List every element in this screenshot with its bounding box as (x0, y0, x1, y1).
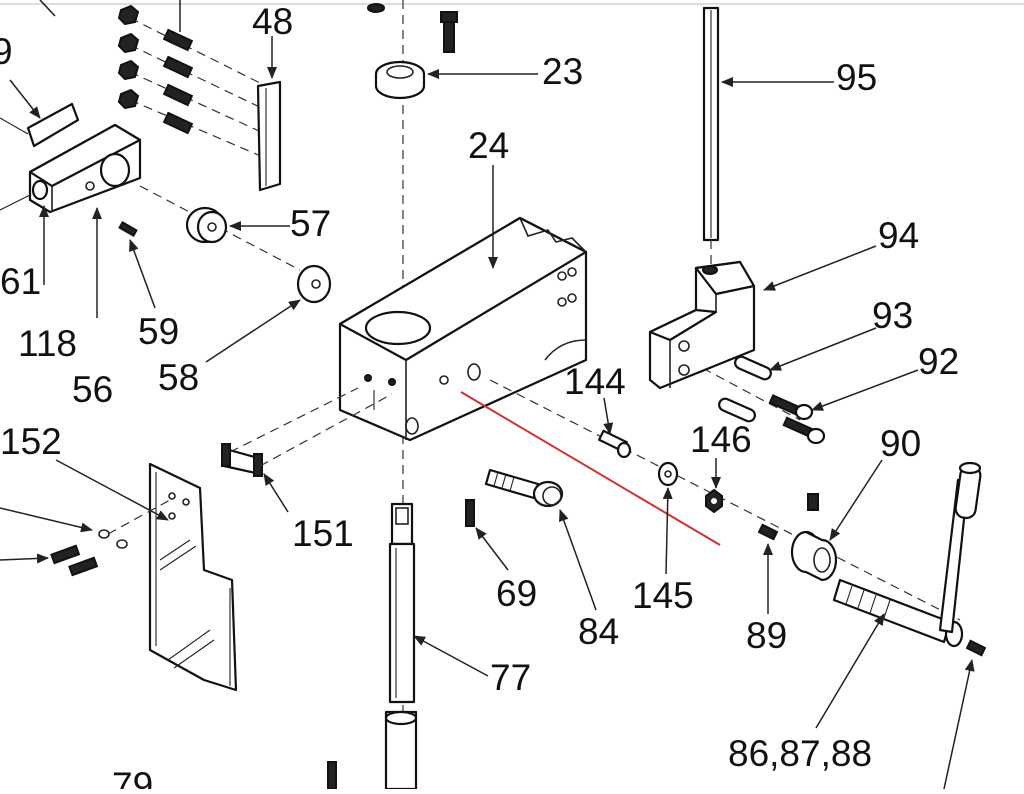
collar-90 (790, 459, 883, 582)
guard-plate-152 (0, 459, 238, 692)
crank-handle-86-87-88 (815, 461, 987, 790)
pin-59 (118, 221, 156, 309)
callout-151: 151 (292, 513, 354, 554)
callout-61: 61 (0, 261, 41, 302)
head-casting-24 (338, 165, 588, 442)
callout-95: 95 (836, 57, 877, 98)
callout-89: 89 (746, 615, 787, 656)
bracket-94-axis (649, 339, 801, 421)
bracket-151 (220, 387, 393, 513)
bracket-56 (0, 123, 301, 318)
set-screw-89 (757, 523, 779, 614)
id-plate-9 (0, 79, 80, 148)
callout-146: 146 (690, 419, 752, 460)
pin-69 (465, 499, 509, 571)
callout-77: 77 (490, 657, 531, 698)
nut-146 (705, 458, 723, 514)
right-assembly-axis (489, 379, 961, 621)
bracket-94 (648, 245, 877, 390)
callout-94: 94 (878, 215, 919, 256)
callout-86-87-88: 86,87,88 (728, 733, 872, 774)
callout-58: 58 (158, 357, 199, 398)
callout-23: 23 (542, 51, 583, 92)
callout-93: 93 (872, 295, 913, 336)
pin-144 (598, 397, 632, 459)
callout-92: 92 (918, 341, 959, 382)
callout-118: 118 (18, 323, 77, 364)
callout-48: 48 (252, 1, 293, 42)
callout-57: 57 (290, 203, 331, 244)
callout-152: 152 (0, 421, 62, 462)
callout-labels: 9 48 23 95 24 57 94 61 93 118 59 92 56 5… (0, 1, 959, 794)
callout-144: 144 (564, 361, 626, 402)
callout-9: 9 (0, 31, 13, 72)
callout-79: 79 (112, 765, 153, 789)
screws-92 (768, 369, 919, 445)
callout-90: 90 (880, 423, 921, 464)
washer-145 (657, 461, 679, 575)
red-annotation-line (460, 391, 721, 546)
pins-93 (718, 327, 877, 423)
rod-95 (702, 6, 834, 268)
callout-59: 59 (138, 311, 179, 352)
callout-145: 145 (632, 575, 694, 616)
callout-84: 84 (578, 611, 619, 652)
callout-69: 69 (496, 573, 537, 614)
callout-24: 24 (468, 125, 509, 166)
screws-and-nuts-48 (39, 0, 282, 192)
ring-23 (367, 3, 538, 100)
washer-58 (205, 264, 332, 363)
bolt-84 (484, 468, 597, 611)
washer-57 (185, 206, 290, 244)
callout-56: 56 (72, 369, 113, 410)
